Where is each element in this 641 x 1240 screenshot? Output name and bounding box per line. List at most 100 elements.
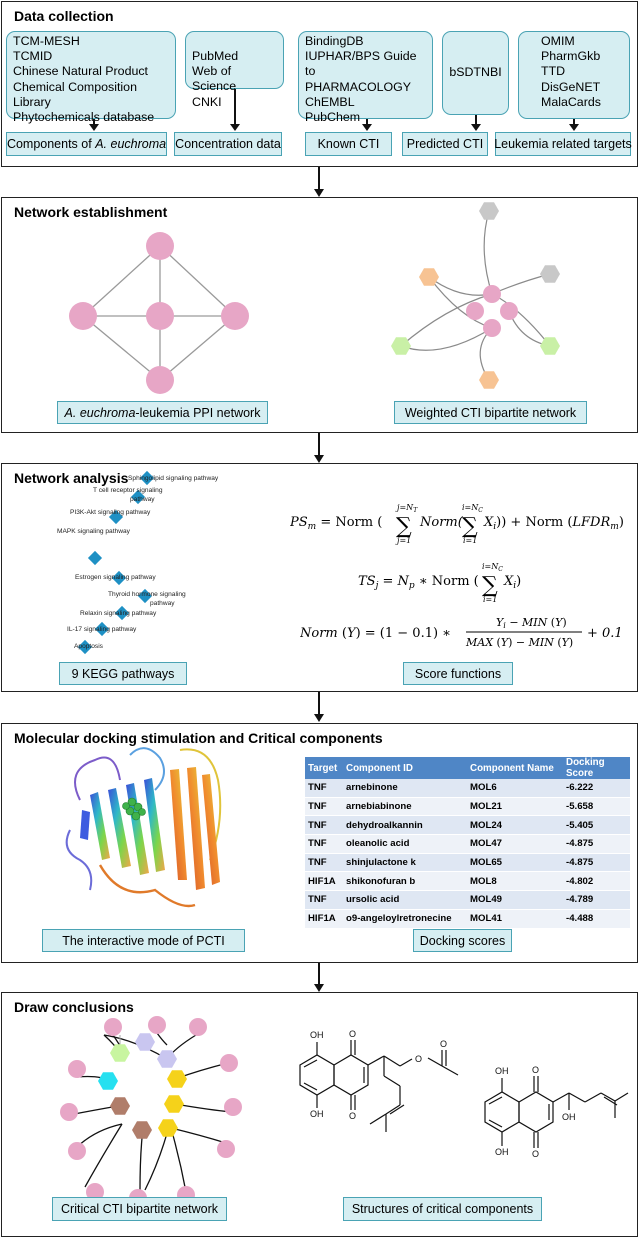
table-cell: TNF	[305, 834, 343, 854]
source-item: PubChem	[305, 110, 361, 125]
critical-component-node	[110, 1044, 130, 1062]
ppi-label-species: A. euchroma	[64, 405, 136, 420]
critical-target-node	[224, 1098, 242, 1116]
predicted-cti-label-text: Predicted CTI	[406, 137, 484, 151]
kegg-pathway-label: pathway	[130, 496, 155, 503]
table-cell: MOL6	[467, 779, 563, 798]
critical-component-node	[158, 1119, 178, 1137]
critical-target-node	[220, 1054, 238, 1072]
column-header: Component Name	[467, 757, 563, 779]
svg-text:∑: ∑	[482, 573, 498, 598]
hydroxyl-label: OH	[495, 1066, 509, 1076]
leukemia-targets-label: Leukemia related targets	[494, 132, 632, 156]
hydroxyl-label: OH	[562, 1112, 576, 1122]
kegg-diamond	[87, 550, 103, 566]
source-item: IUPHAR/BPS Guide to	[305, 49, 417, 79]
table-cell: -4.789	[563, 890, 630, 910]
kegg-pathway-label: IL-17 signaling pathway	[67, 626, 137, 633]
cti-target-node	[466, 302, 484, 320]
cti-component-node	[540, 337, 560, 355]
docking-title: Molecular docking stimulation and Critic…	[14, 730, 383, 746]
table-cell: MOL41	[467, 909, 563, 929]
cti-component-node	[479, 371, 499, 389]
protein-structure-image	[65, 747, 222, 908]
score-functions-label: Score functions	[403, 662, 513, 685]
table-cell: MOL21	[467, 797, 563, 817]
known-cti-databases-box: BindingDB IUPHAR/BPS Guide to PHARMACOLO…	[298, 31, 433, 124]
table-cell: -5.658	[563, 797, 630, 817]
svg-text:j=NT: j=NT	[395, 503, 418, 514]
carbonyl-label: O	[349, 1029, 356, 1039]
table-cell: -4.875	[563, 834, 630, 854]
kegg-pathway-label: Thyroid hormone signaling	[108, 591, 186, 598]
kegg-label-text: 9 KEGG pathways	[71, 666, 175, 681]
network-establishment-panel: Network establishment	[1, 197, 638, 433]
table-cell: TNF	[305, 779, 343, 798]
carbonyl-label: O	[349, 1111, 356, 1121]
literature-databases-box: PubMed Web of Science CNKI	[185, 31, 284, 109]
ppi-network-label: A. euchroma-leukemia PPI network	[57, 401, 268, 424]
kegg-diamond	[137, 588, 153, 604]
cti-component-node	[419, 268, 439, 286]
critical-component-node	[110, 1097, 130, 1115]
mode-label-text: The interactive mode of PCTI	[62, 933, 225, 948]
svg-text:TSj = Np ∗ Norm (: TSj = Np ∗ Norm (	[358, 574, 479, 591]
table-cell: dehydroalkannin	[343, 815, 467, 836]
table-cell: MOL8	[467, 871, 563, 892]
ppi-node	[69, 302, 97, 330]
critical-component-node	[132, 1121, 152, 1139]
flow-arrow-line	[318, 692, 320, 716]
cti-target-node	[500, 302, 518, 320]
kegg-diamond	[114, 605, 130, 621]
svg-text:∑: ∑	[462, 514, 478, 539]
source-item: Web of Science	[192, 64, 237, 94]
critical-component-node	[164, 1095, 184, 1113]
kegg-diamond	[130, 489, 146, 505]
svg-text:Xi)) + Norm (LFDRm): Xi)) + Norm (LFDRm)	[483, 515, 624, 532]
concentration-label-text: Concentration data	[175, 137, 281, 151]
table-cell: shinjulactone k	[343, 853, 467, 873]
disease-databases-box: OMIM PharmGkb TTD DisGeNET MalaCards	[518, 31, 630, 119]
conclusions-title: Draw conclusions	[14, 999, 134, 1015]
source-item: TCM-MESH	[13, 34, 80, 48]
table-cell: TNF	[305, 815, 343, 836]
cti-component-node	[540, 265, 560, 283]
connector-line	[366, 119, 368, 126]
interactive-mode-label: The interactive mode of PCTI	[42, 929, 245, 952]
predicted-cti-label: Predicted CTI	[402, 132, 488, 156]
critical-component-node	[157, 1050, 177, 1068]
structures-label-text: Structures of critical components	[351, 1202, 534, 1216]
known-cti-label-text: Known CTI	[317, 137, 380, 151]
kegg-diamond	[139, 470, 155, 486]
kegg-pathway-label: T cell receptor signaling	[93, 487, 163, 494]
concentration-label: Concentration data	[174, 132, 282, 156]
ppi-node	[146, 232, 174, 260]
critical-cti-label-text: Critical CTI bipartite network	[61, 1202, 218, 1216]
flow-arrowhead	[314, 984, 324, 992]
source-item: Chinese Natural Product	[13, 64, 148, 79]
components-label-prefix: Components of	[6, 137, 92, 151]
kegg-pathway-label: PI3K-Akt signaling pathway	[70, 509, 151, 516]
svg-text:+ 0.1: + 0.1	[587, 626, 623, 641]
arrowhead	[569, 124, 579, 131]
critical-component-node	[167, 1070, 187, 1088]
hydroxyl-label: OH	[310, 1109, 324, 1119]
column-header: Target	[305, 757, 343, 779]
kegg-pathway-label: Sphingolipid signaling pathway	[128, 475, 219, 482]
data-collection-title: Data collection	[14, 8, 114, 24]
table-cell: -4.488	[563, 909, 630, 929]
critical-target-node	[104, 1018, 122, 1036]
flow-arrowhead	[314, 189, 324, 197]
kegg-diamond	[77, 639, 93, 655]
cti-network-label: Weighted CTI bipartite network	[394, 401, 587, 424]
source-item: CNKI	[192, 94, 222, 109]
svg-text:i=NC: i=NC	[482, 562, 503, 573]
critical-target-node	[60, 1103, 78, 1121]
table-header-row: Target Component ID Component Name Docki…	[305, 757, 630, 779]
components-label: Components of A. euchroma	[6, 132, 167, 156]
